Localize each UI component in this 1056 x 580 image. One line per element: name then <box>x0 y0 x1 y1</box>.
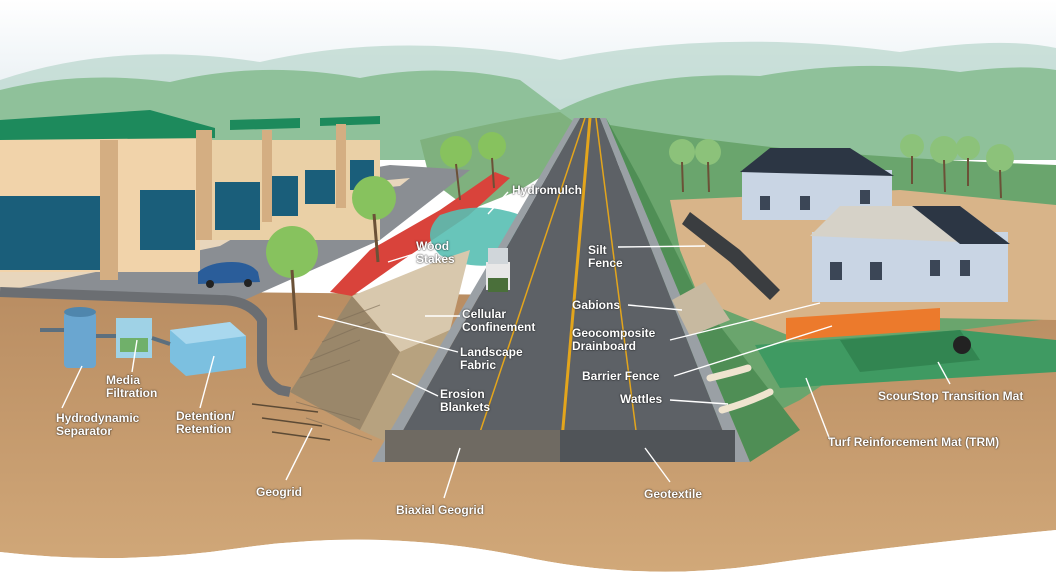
road-lane-line-right <box>595 117 641 463</box>
label-gabions: Gabions <box>572 298 621 312</box>
hydrodynamic-separator-tank <box>64 307 96 368</box>
trees <box>266 132 1014 331</box>
label-scourstop-transition-mat: ScourStop Transition Mat <box>878 389 1024 403</box>
road-surface <box>385 118 735 462</box>
right-embankment <box>606 118 800 462</box>
parked-car <box>198 262 260 288</box>
label-geocomposite-drainboard: Geocomposite Drainboard <box>572 326 656 353</box>
barrier-fence <box>786 308 940 340</box>
label-erosion-blankets: Erosion Blankets <box>440 387 491 414</box>
road-center-line <box>558 117 592 463</box>
parking-lot-edge <box>0 287 291 397</box>
culvert-pipe <box>953 336 971 354</box>
label-geogrid: Geogrid <box>256 485 303 499</box>
road-lane-line-left <box>469 117 586 463</box>
wall-block-lines <box>295 304 381 441</box>
bottom-wave <box>0 530 1056 580</box>
label-wattles: Wattles <box>620 392 663 406</box>
label-detention-retention: Detention/ Retention <box>176 409 235 436</box>
silt-fence <box>682 212 780 300</box>
pipes <box>40 328 171 346</box>
label-hydrodynamic-separator: Hydrodynamic Separator <box>56 411 140 438</box>
left-green-slope <box>420 112 600 210</box>
label-landscape-fabric: Landscape Fabric <box>460 345 523 372</box>
house-lower <box>810 206 1010 302</box>
red-mulch-strip <box>330 172 510 296</box>
commercial-building <box>0 110 380 280</box>
cellular-confinement-slope <box>352 250 470 352</box>
wattle-2 <box>718 388 774 414</box>
label-turf-reinforcement-mat: Turf Reinforcement Mat (TRM) <box>828 435 1000 449</box>
geogrid-layers <box>251 403 331 441</box>
scourstop-mat <box>840 330 980 372</box>
truck <box>486 248 510 292</box>
label-wood-stakes: Wood Stakes <box>416 239 455 266</box>
label-biaxial-geogrid: Biaxial Geogrid <box>396 503 485 517</box>
gabions-wall <box>672 282 730 336</box>
label-geotextile: Geotextile <box>644 487 703 501</box>
label-cellular-confinement: Cellular Confinement <box>462 307 536 334</box>
biaxial-geogrid-base <box>385 430 560 462</box>
detention-retention-tank <box>170 322 246 376</box>
geotextile-base <box>560 430 735 462</box>
road-left-shoulder <box>372 118 580 462</box>
label-hydromulch: Hydromulch <box>512 183 583 197</box>
leader-lines <box>61 191 951 499</box>
house-upper <box>740 148 894 220</box>
label-media-filtration: Media Filtration <box>106 373 158 400</box>
wattle-1 <box>706 364 752 382</box>
media-filtration-tank <box>116 318 152 358</box>
label-silt-fence: Silt Fence <box>588 243 623 270</box>
label-barrier-fence: Barrier Fence <box>582 369 660 383</box>
